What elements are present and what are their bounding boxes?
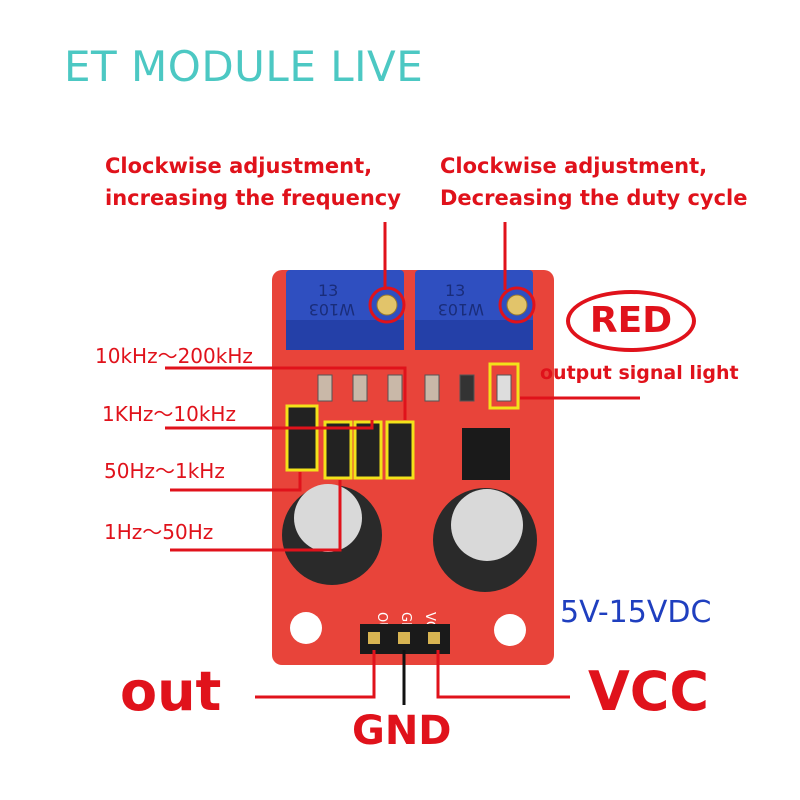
range-label-1-50: 1Hz～50Hz — [104, 520, 214, 544]
electrolytic-capacitor — [282, 484, 382, 585]
mounting-hole — [494, 614, 526, 646]
range-label-50-1k: 50Hz～1kHz — [104, 459, 225, 483]
annotation-line: increasing the frequency — [105, 186, 401, 210]
range-label-10k-200k: 10kHz～200kHz — [95, 344, 253, 368]
led-highlight — [488, 362, 520, 410]
annotation-lines — [165, 222, 640, 699]
annotation-line: Clockwise adjustment, — [440, 154, 708, 178]
pot-code: W103 — [309, 300, 355, 319]
pot-code: W103 — [438, 300, 484, 319]
duty-pot-annotation: Clockwise adjustment, Decreasing the dut… — [440, 150, 747, 214]
pin-header — [360, 624, 450, 654]
timer-ic — [462, 428, 510, 480]
pin-label-vcc: VCC — [588, 660, 710, 723]
duty-potentiometer: 13 W103 — [415, 270, 536, 350]
led-annotation: output signal light — [540, 362, 739, 384]
smd-capacitors — [317, 374, 512, 402]
annotation-line: Decreasing the duty cycle — [440, 186, 748, 210]
mounting-hole — [290, 612, 322, 644]
pot-number: 13 — [445, 281, 465, 300]
page-title: ET MODULE LIVE — [64, 42, 424, 91]
frequency-potentiometer: 13 W103 — [286, 270, 406, 350]
annotation-line: Clockwise adjustment, — [105, 154, 373, 178]
range-label-1k-10k: 1KHz～10kHz — [102, 402, 236, 426]
electrolytic-capacitor — [433, 488, 537, 592]
pot-number: 13 — [318, 281, 338, 300]
pin-label-gnd: GND — [352, 708, 452, 754]
voltage-label: 5V-15VDC — [560, 595, 712, 630]
frequency-jumpers — [285, 404, 415, 480]
pin-label-out: out — [120, 660, 222, 723]
frequency-pot-annotation: Clockwise adjustment, increasing the fre… — [105, 150, 401, 214]
red-led-badge: RED — [566, 290, 696, 352]
